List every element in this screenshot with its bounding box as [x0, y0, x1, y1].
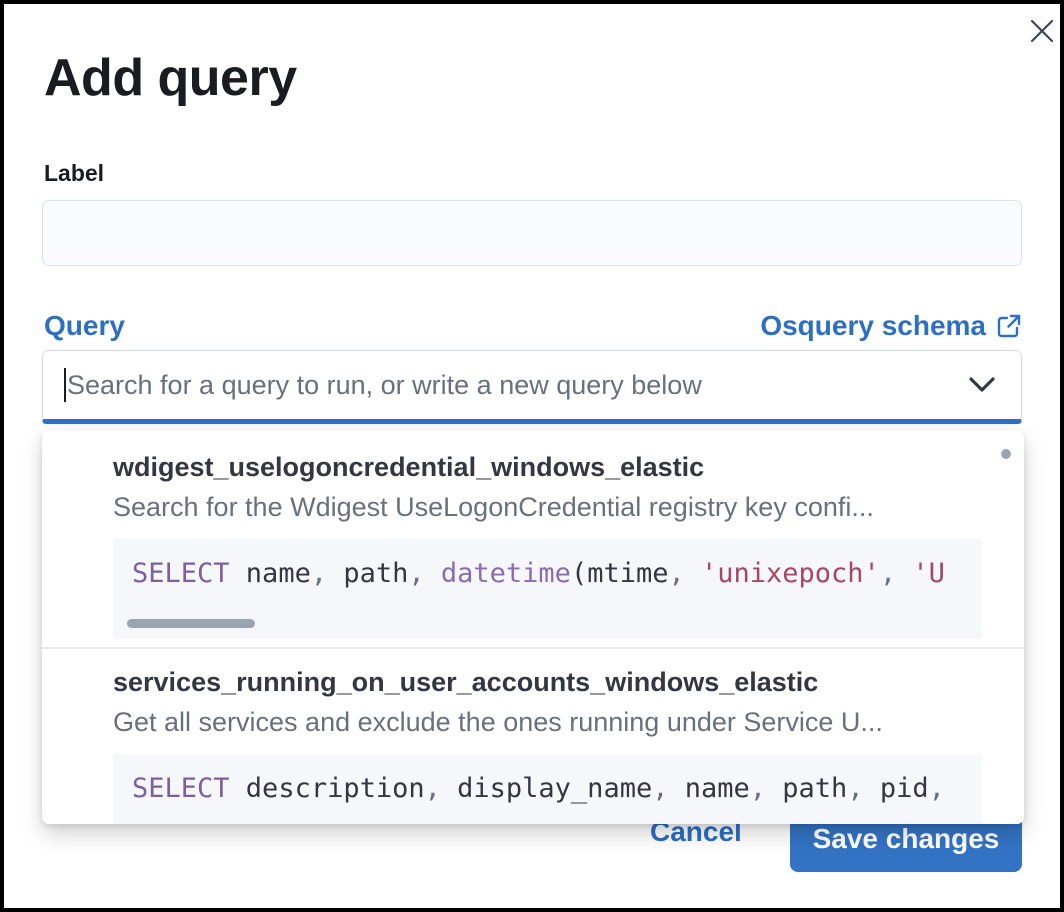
close-icon [1030, 19, 1054, 42]
text-cursor-caret [64, 368, 66, 402]
query-suggestions-dropdown: wdigest_uselogoncredential_windows_elast… [42, 430, 1024, 824]
query-field-label: Query [44, 310, 125, 341]
query-option-title: wdigest_uselogoncredential_windows_elast… [113, 452, 705, 482]
sql-preview-block: SELECT description, display_name, name, … [113, 754, 982, 824]
vertical-scrollbar-thumb[interactable] [1001, 449, 1011, 459]
sql-code-line: SELECT name, path, datetime(mtime, 'unix… [132, 558, 945, 589]
query-option-description: Get all services and exclude the ones ru… [113, 707, 883, 737]
modal-title: Add query [44, 49, 297, 107]
label-field-label: Label [44, 160, 105, 186]
label-input[interactable] [42, 200, 1022, 266]
query-option-wdigest[interactable]: wdigest_uselogoncredential_windows_elast… [42, 430, 1024, 639]
sql-preview-block: SELECT name, path, datetime(mtime, 'unix… [113, 539, 982, 639]
query-search-placeholder: Search for a query to run, or write a ne… [67, 369, 702, 400]
option-divider [42, 647, 1024, 649]
query-field-header: Query Osquery schema [44, 310, 1022, 342]
close-button[interactable] [1022, 12, 1060, 52]
osquery-schema-link[interactable]: Osquery schema [760, 310, 1022, 342]
query-search-combobox[interactable]: Search for a query to run, or write a ne… [42, 350, 1022, 424]
osquery-schema-link-label: Osquery schema [760, 310, 986, 341]
external-link-icon [997, 314, 1021, 338]
sql-code-line: SELECT description, display_name, name, … [132, 773, 945, 804]
query-option-title: services_running_on_user_accounts_window… [113, 667, 819, 697]
horizontal-scrollbar-thumb[interactable] [127, 619, 255, 628]
query-option-description: Search for the Wdigest UseLogonCredentia… [113, 492, 874, 522]
chevron-down-icon[interactable] [969, 377, 995, 393]
query-option-services[interactable]: services_running_on_user_accounts_window… [42, 649, 1024, 824]
